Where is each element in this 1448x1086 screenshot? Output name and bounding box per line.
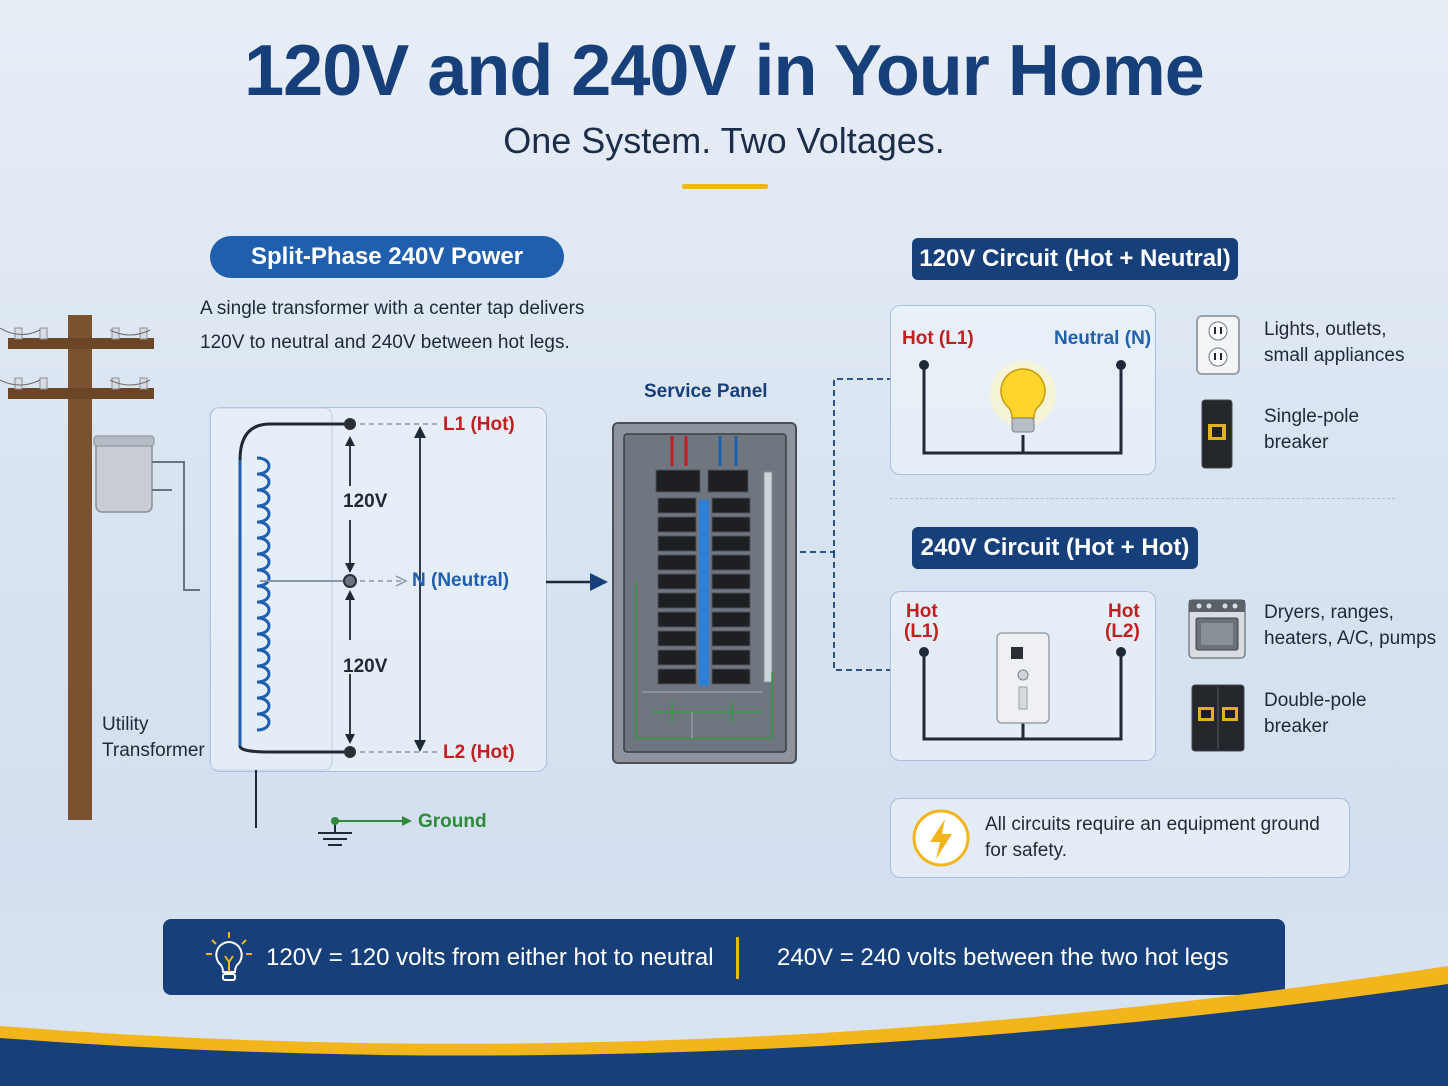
transformer-coil	[256, 456, 271, 732]
lower-120v-label: 120V	[343, 656, 388, 677]
ground-note-line1: All circuits require an equipment ground	[985, 814, 1320, 835]
circuit-240-hot1-line2: (L1)	[904, 621, 939, 642]
water-heater-icon	[996, 632, 1050, 724]
circuit-240-wiring	[919, 632, 1126, 741]
split-phase-heading: Split-Phase 240V Power	[210, 236, 564, 278]
circuit-240-uses-line1: Dryers, ranges,	[1264, 602, 1394, 623]
l1-hot-label: L1 (Hot)	[443, 414, 515, 435]
circuit-120-hot-label: Hot (L1)	[902, 328, 974, 349]
upper-120v-label: 120V	[343, 491, 388, 512]
circuit-120-uses-line2: small appliances	[1264, 345, 1405, 366]
single-pole-breaker-icon	[1201, 399, 1233, 469]
circuit-240-hot2-line2: (L2)	[1105, 621, 1140, 642]
ground-note-box	[890, 798, 1350, 878]
circuit-120-heading: 120V Circuit (Hot + Neutral)	[912, 238, 1238, 280]
circuit-120-breaker-line2: breaker	[1264, 432, 1329, 453]
summary-divider	[736, 937, 739, 979]
title-underline	[682, 184, 768, 189]
service-panel-label: Service Panel	[644, 381, 768, 402]
double-pole-breaker-icon	[1191, 684, 1245, 752]
outlet-icon	[1196, 315, 1240, 375]
transformer-label-line2: Transformer	[102, 740, 205, 761]
circuit-120-wiring	[919, 360, 1126, 455]
ground-note-line2: for safety.	[985, 840, 1068, 861]
panel-to-circuit-connectors	[800, 378, 890, 671]
split-phase-desc-line1: A single transformer with a center tap d…	[200, 298, 585, 319]
transformer-winding-diagram	[209, 407, 438, 846]
page-title: 120V and 240V in Your Home	[244, 31, 1205, 111]
section-separator	[890, 498, 1395, 499]
circuit-120-breaker-line1: Single-pole	[1264, 406, 1360, 427]
circuit-240-heading: 240V Circuit (Hot + Hot)	[912, 527, 1198, 569]
transformer-label-line1: Utility	[102, 714, 149, 735]
ground-label: Ground	[418, 811, 487, 832]
range-oven-icon	[1188, 599, 1246, 659]
circuit-120-neutral-label: Neutral (N)	[1054, 328, 1152, 349]
circuit-240-breaker-line2: breaker	[1264, 716, 1329, 737]
l2-hot-label: L2 (Hot)	[443, 742, 515, 763]
lightning-bolt-icon	[912, 809, 970, 867]
circuit-240-uses-line2: heaters, A/C, pumps	[1264, 628, 1437, 649]
neutral-label: N (Neutral)	[412, 570, 510, 591]
light-bulb-icon	[990, 361, 1056, 433]
page-subtitle: One System. Two Voltages.	[503, 120, 945, 161]
summary-240v-text: 240V = 240 volts between the two hot leg…	[777, 944, 1229, 971]
summary-bar	[163, 919, 1285, 995]
circuit-240-hot2-line1: Hot	[1108, 601, 1140, 622]
light-bulb-icon	[206, 932, 252, 981]
summary-120v-text: 120V = 120 volts from either hot to neut…	[266, 944, 714, 971]
circuit-240-hot1-line1: Hot	[906, 601, 938, 622]
circuit-120-uses-line1: Lights, outlets,	[1264, 319, 1387, 340]
circuit-240-breaker-line1: Double-pole	[1264, 690, 1367, 711]
flow-arrow	[546, 573, 608, 591]
utility-pole-illustration	[0, 315, 200, 820]
split-phase-desc-line2: 120V to neutral and 240V between hot leg…	[200, 332, 570, 353]
decorative-wave	[0, 966, 1448, 1086]
service-panel-illustration	[612, 422, 797, 764]
